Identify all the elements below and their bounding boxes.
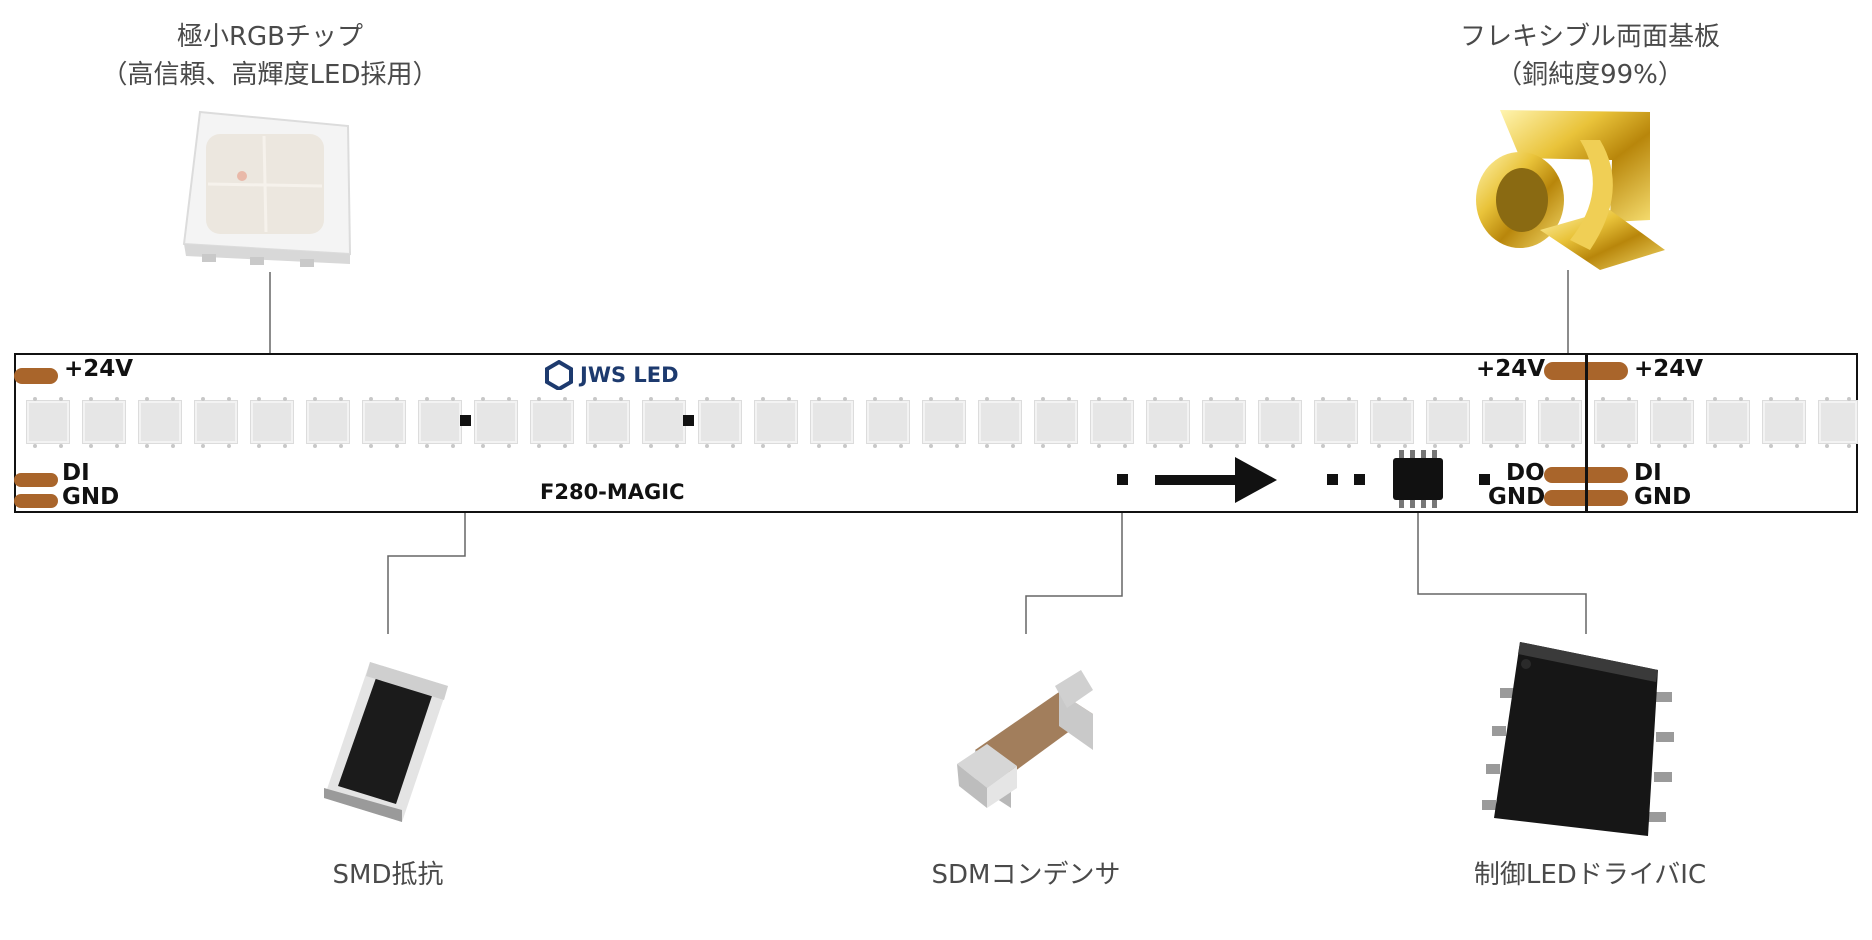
led-chip xyxy=(1819,397,1857,447)
smd-resistor-image xyxy=(324,662,448,822)
strip-capacitor xyxy=(1117,474,1128,485)
gnd-mid-label: GND xyxy=(1488,484,1546,510)
led-chip xyxy=(979,397,1021,447)
cut-line xyxy=(1585,353,1588,513)
flex-board-subtitle: （銅純度99%） xyxy=(1496,60,1684,90)
led-chip xyxy=(363,397,405,447)
led-chip xyxy=(1763,397,1805,447)
pad-di-left xyxy=(14,473,58,487)
plus24v-right-label: +24V xyxy=(1634,356,1704,382)
strip-capacitor xyxy=(1354,474,1365,485)
led-chip xyxy=(811,397,853,447)
arrow-right-icon xyxy=(1155,457,1277,503)
plus24v-mid-label: +24V xyxy=(1476,356,1546,382)
do-mid-label: DO xyxy=(1506,460,1545,486)
driver-ic-label: 制御LEDドライバIC xyxy=(1473,860,1707,890)
led-chip xyxy=(923,397,965,447)
gnd-right-label: GND xyxy=(1634,484,1692,510)
led-chip xyxy=(587,397,629,447)
leader-driver-ic xyxy=(1417,505,1587,634)
strip-driver-ic xyxy=(1393,450,1443,508)
led-chip xyxy=(195,397,237,447)
led-chip xyxy=(83,397,125,447)
strip-resistor xyxy=(683,415,694,426)
led-chip xyxy=(755,397,797,447)
brand-name: JWS LED xyxy=(580,363,679,387)
led-chip xyxy=(1203,397,1245,447)
led-chip xyxy=(1371,397,1413,447)
led-chip xyxy=(27,397,69,447)
rgb-chip-title: 極小RGBチップ xyxy=(176,22,364,52)
led-chip xyxy=(1091,397,1133,447)
rgb-chip-label: 極小RGBチップ （高信頼、高輝度LED採用） xyxy=(60,18,480,94)
rgb-chip-image xyxy=(182,110,352,267)
led-chip xyxy=(1595,397,1637,447)
driver-ic-image xyxy=(1482,642,1674,836)
rgb-chip-subtitle: （高信頼、高輝度LED採用） xyxy=(101,60,439,90)
led-chip xyxy=(531,397,573,447)
led-chip xyxy=(867,397,909,447)
led-chip xyxy=(1483,397,1525,447)
led-chip xyxy=(1427,397,1469,447)
led-chip xyxy=(1539,397,1581,447)
led-chip xyxy=(643,397,685,447)
di-right-label: DI xyxy=(1634,460,1662,486)
led-chip xyxy=(1651,397,1693,447)
pad-gnd-left xyxy=(14,494,58,508)
smd-resistor-label: SMD抵抗 xyxy=(332,860,444,890)
strip-resistor xyxy=(460,415,471,426)
led-chip xyxy=(1035,397,1077,447)
led-chip xyxy=(251,397,293,447)
led-chip xyxy=(699,397,741,447)
plus24v-left-label: +24V xyxy=(64,356,134,382)
led-chip xyxy=(475,397,517,447)
hexagon-logo-icon xyxy=(545,360,573,390)
pad-plus24v-left xyxy=(14,368,58,384)
strip-capacitor xyxy=(1479,474,1490,485)
led-chip xyxy=(307,397,349,447)
flex-board-label: フレキシブル両面基板 （銅純度99%） xyxy=(1380,18,1800,94)
led-chip xyxy=(139,397,181,447)
model-name: F280-MAGIC xyxy=(540,480,685,504)
led-chip xyxy=(1315,397,1357,447)
led-chip xyxy=(1147,397,1189,447)
flex-board-title: フレキシブル両面基板 xyxy=(1459,22,1720,52)
flex-board-image xyxy=(1476,110,1665,270)
led-chip xyxy=(1259,397,1301,447)
leader-capacitor xyxy=(1025,480,1123,634)
brand-logo: JWS LED xyxy=(544,360,679,390)
led-chip xyxy=(419,397,461,447)
gnd-left-label: GND xyxy=(62,484,120,510)
sdm-capacitor-image xyxy=(957,670,1093,808)
led-chip xyxy=(1707,397,1749,447)
sdm-capacitor-label: SDMコンデンサ xyxy=(931,860,1121,890)
di-left-label: DI xyxy=(62,460,90,486)
strip-capacitor xyxy=(1327,474,1338,485)
